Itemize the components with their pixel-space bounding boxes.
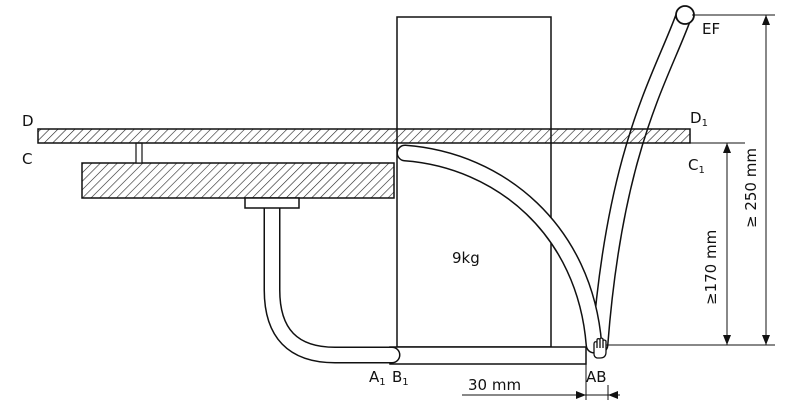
support-post-c [135, 142, 143, 164]
large-arc-tube [396, 144, 603, 354]
label-d1: D1 [690, 109, 708, 129]
label-mass: 9kg [452, 249, 480, 267]
label-ef: EF [702, 20, 720, 38]
seat-block [81, 162, 395, 199]
support-tube [591, 9, 692, 354]
label-d: D [22, 112, 34, 130]
label-c: C [22, 150, 32, 168]
label-a1: A1 [369, 368, 386, 388]
pivot-ef [675, 5, 695, 25]
bottom-rod [389, 346, 587, 365]
dimension-30mm [462, 364, 620, 400]
label-ab: AB [586, 368, 607, 386]
dimension-250mm [606, 14, 775, 346]
table-plank [37, 128, 691, 144]
weight-block [396, 16, 552, 348]
hand-icon [593, 337, 607, 359]
label-b1: B1 [392, 368, 409, 388]
dimension-170mm [690, 142, 745, 345]
label-250mm: ≥ 250 mm [742, 148, 760, 228]
label-c1: C1 [688, 156, 705, 176]
lower-curved-tube [263, 198, 401, 364]
seat-mount [244, 197, 300, 209]
label-170mm: ≥170 mm [702, 230, 720, 305]
label-30mm: 30 mm [468, 376, 521, 394]
